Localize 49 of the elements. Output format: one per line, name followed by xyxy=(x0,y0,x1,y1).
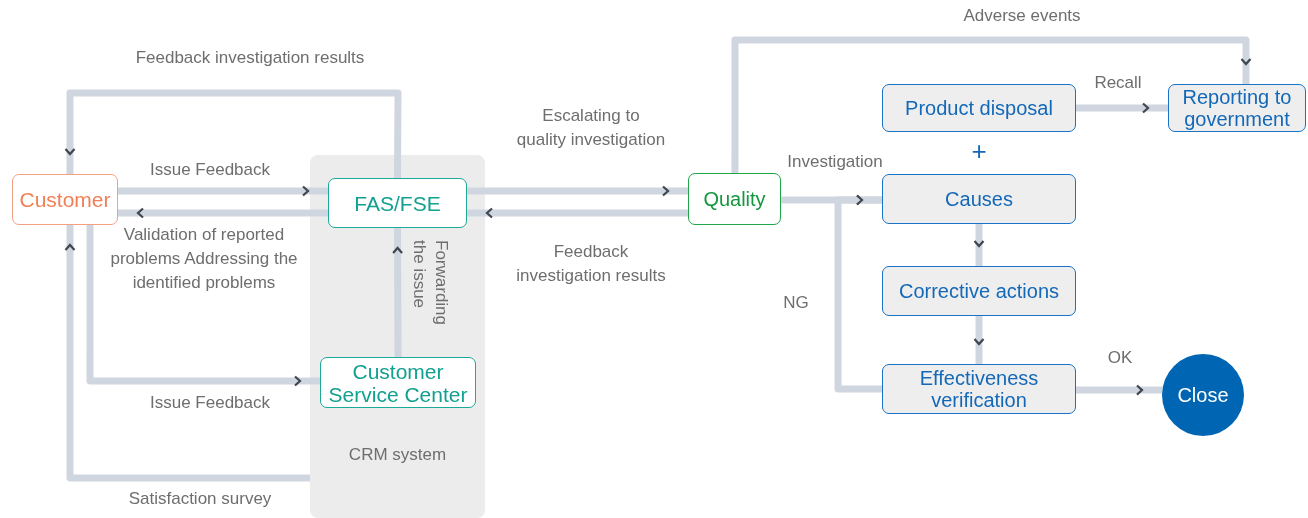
edge-label: Satisfaction survey xyxy=(127,488,273,510)
edge-label: Recall xyxy=(1093,72,1143,94)
connector-arrow xyxy=(64,225,310,482)
connector-arrow xyxy=(392,228,404,357)
edge-label: Feedback investigation results xyxy=(516,241,666,287)
process-box xyxy=(688,173,781,225)
connector-arrow xyxy=(118,185,328,197)
edge-label: Investigation xyxy=(786,151,884,173)
edge-label: Escalating to quality investigation xyxy=(516,105,666,151)
process-box xyxy=(882,174,1076,224)
connector-arrow xyxy=(118,207,328,219)
edge-label: Validation of reported problems Addressing the identified problems xyxy=(110,224,298,294)
edge-label: Issue Feedback xyxy=(149,159,271,181)
connector-arrow xyxy=(467,185,688,197)
node-label: Effectiveness verification xyxy=(918,367,1040,411)
node-label: Quality xyxy=(703,188,766,210)
edge-label: Adverse events xyxy=(962,5,1082,27)
node-label: Causes xyxy=(945,188,1013,210)
node-label: Reporting to government xyxy=(1181,86,1293,130)
connector-arrow xyxy=(834,194,882,393)
process-box xyxy=(882,266,1076,316)
edge-label: Forwarding the issue xyxy=(409,240,452,328)
process-box xyxy=(320,357,476,408)
plus-sign: + xyxy=(970,136,988,166)
process-box xyxy=(882,364,1076,414)
connector-arrow xyxy=(86,225,320,387)
connector-arrow xyxy=(731,36,1252,173)
node-label: Customer Service Center xyxy=(327,359,469,406)
connector-arrow xyxy=(467,207,688,219)
connector-arrow xyxy=(1076,102,1168,114)
node-label: CRM system xyxy=(348,445,447,464)
edge-label: NG xyxy=(782,292,810,314)
system-panel xyxy=(310,155,485,518)
node-label: Close xyxy=(1177,384,1229,406)
edge-label: OK xyxy=(1106,347,1134,369)
node-label: Corrective actions xyxy=(898,280,1060,302)
process-box xyxy=(12,174,118,225)
connector-arrow xyxy=(1076,384,1162,396)
node-label: Customer xyxy=(19,188,111,211)
node-label: Product disposal xyxy=(905,97,1053,119)
process-box xyxy=(1168,84,1306,132)
node-label: FAS/FSE xyxy=(354,191,441,215)
connector-arrow xyxy=(973,316,985,364)
connector-arrow xyxy=(973,224,985,266)
process-box xyxy=(882,84,1076,132)
process-box xyxy=(328,178,467,228)
edge-label: Feedback investigation results xyxy=(134,47,366,69)
connector-arrow xyxy=(64,89,402,179)
edge-label: Issue Feedback xyxy=(149,392,271,414)
